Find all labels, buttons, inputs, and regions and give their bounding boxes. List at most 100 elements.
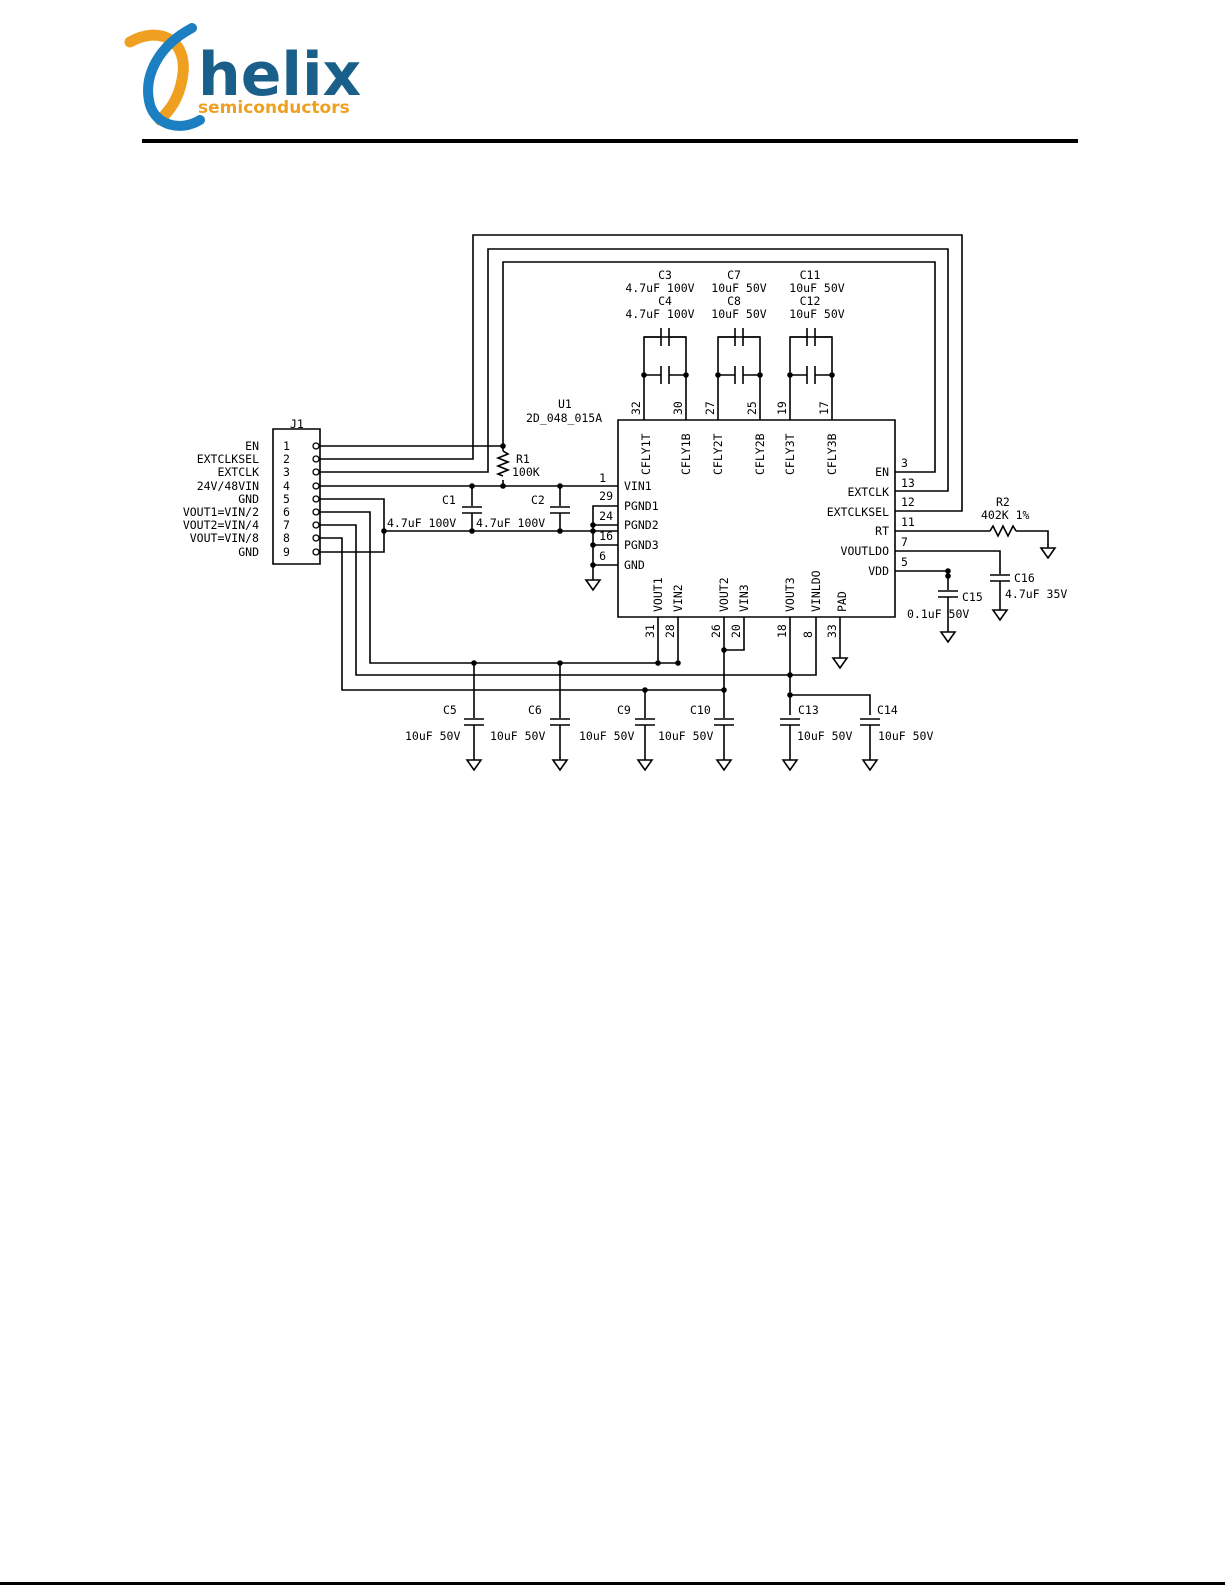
ic-pin-num: 7	[901, 535, 908, 549]
logo-tagline: semiconductors	[198, 98, 350, 118]
ic-pin-name: VOUT2	[717, 577, 731, 612]
ic-pin-name: PGND2	[624, 518, 659, 532]
connector-pin-name: GND	[238, 492, 259, 506]
ic-pin-num: 5	[901, 555, 908, 569]
header-rule	[142, 139, 1078, 143]
ic-pin-name: CFLY3T	[783, 433, 797, 475]
cap-value: 10uF 50V	[658, 729, 713, 743]
ic-pin-num: 18	[775, 624, 789, 638]
ic-pin-num: 25	[745, 401, 759, 415]
c2-ref: C2	[531, 493, 545, 507]
cap-value: 10uF 50V	[579, 729, 634, 743]
ic-pin-num: 32	[629, 401, 643, 415]
cap-value: 10uF 50V	[711, 281, 766, 295]
ic-pin-name: VDD	[868, 564, 889, 578]
connector-pin-num: 9	[283, 545, 290, 559]
cap-value: 4.7uF 100V	[625, 307, 694, 321]
cap-ref: C10	[690, 703, 711, 717]
c1-ref: C1	[442, 493, 456, 507]
connector-pin-num: 3	[283, 465, 290, 479]
connector-pin-num: 8	[283, 531, 290, 545]
ic-pin-name: VOUT3	[783, 577, 797, 612]
cap-value: 10uF 50V	[490, 729, 545, 743]
ic-pin-num: 12	[901, 495, 915, 509]
connector-pin-name: EXTCLKSEL	[197, 452, 259, 466]
ic-pin-name: VIN3	[737, 584, 751, 612]
ic-pin-name: PGND3	[624, 538, 659, 552]
ic-pin-name: VIN2	[671, 584, 685, 612]
connector-pin-name: VOUT=VIN/8	[190, 531, 259, 545]
cap-ref: C14	[877, 703, 898, 717]
helix-logo: helix semiconductors	[124, 23, 361, 131]
connector-pin-num: 5	[283, 492, 290, 506]
connector-pin-name: EN	[245, 439, 259, 453]
ic-pin-num: 11	[901, 515, 915, 529]
connector-pin-name: GND	[238, 545, 259, 559]
r1-value: 100K	[512, 465, 540, 479]
connector-pin-num: 7	[283, 518, 290, 532]
connector-pin-num: 1	[283, 439, 290, 453]
connector-pin-num: 6	[283, 505, 290, 519]
cap-ref: C7	[727, 268, 741, 282]
c1-value: 4.7uF 100V	[387, 516, 456, 530]
r1-ref: R1	[516, 452, 530, 466]
cap-value: 10uF 50V	[711, 307, 766, 321]
wire-gnd	[320, 499, 384, 552]
c16-value: 4.7uF 35V	[1005, 587, 1067, 601]
logo-brand: helix	[198, 40, 361, 110]
cap-ref: C11	[800, 268, 821, 282]
ic-pin-num: 30	[671, 401, 685, 415]
wire-extclksel	[320, 235, 962, 511]
ic-ref: U1	[558, 397, 572, 411]
ic-pin-name: GND	[624, 558, 645, 572]
r2-ref: R2	[996, 495, 1010, 509]
connector-ref: J1	[290, 417, 304, 431]
ic-pin-name: VOUTLDO	[841, 544, 890, 558]
ic-pin-name: VINLDO	[809, 570, 823, 612]
ic-pin-name: VIN1	[624, 479, 652, 493]
cap-value: 10uF 50V	[797, 729, 852, 743]
ic-pin-num: 28	[663, 624, 677, 638]
cap-value: 10uF 50V	[405, 729, 460, 743]
cap-ref: C3	[658, 268, 672, 282]
ic-pin-num: 8	[801, 631, 815, 638]
r2-value: 402K 1%	[981, 508, 1030, 522]
cap-ref: C6	[528, 703, 542, 717]
c16-ref: C16	[1014, 571, 1035, 585]
c15-ref: C15	[962, 590, 983, 604]
ic-pin-name: CFLY3B	[825, 433, 839, 475]
ic-pin-name: EXTCLKSEL	[827, 505, 889, 519]
cap-value: 10uF 50V	[789, 307, 844, 321]
ic-pin-num: 16	[599, 529, 613, 543]
ic-pin-name: EXTCLK	[847, 485, 889, 499]
ic-pin-num: 13	[901, 476, 915, 490]
cap-ref: C13	[798, 703, 819, 717]
c2-value: 4.7uF 100V	[476, 516, 545, 530]
ic-pin-num: 29	[599, 489, 613, 503]
cap-value: 10uF 50V	[878, 729, 933, 743]
ic-pin-name: CFLY2B	[753, 433, 767, 475]
ic-pin-name: CFLY1B	[679, 433, 693, 475]
ic-pin-num: 20	[729, 624, 743, 638]
logo-swoosh-blue	[143, 23, 205, 131]
connector-body	[273, 429, 320, 564]
ic-part: 2D_048_015A	[526, 411, 602, 425]
connector-pin-num: 4	[283, 479, 290, 493]
connector-pin-name: 24V/48VIN	[197, 479, 259, 493]
r1-zigzag	[498, 451, 508, 476]
connector-pin-name: EXTCLK	[217, 465, 259, 479]
ic-pin-name: VOUT1	[651, 577, 665, 612]
ic-pin-num: 33	[825, 624, 839, 638]
ic-pin-num: 27	[703, 401, 717, 415]
wire-extclk	[320, 249, 948, 491]
ic-pin-num: 31	[643, 624, 657, 638]
ic-pin-name: CFLY1T	[639, 433, 653, 475]
cap-ref: C5	[443, 703, 457, 717]
ic-pin-num: 24	[599, 509, 613, 523]
ic-pin-num: 17	[817, 401, 831, 415]
connector-pin-name: VOUT2=VIN/4	[183, 518, 259, 532]
ic-pin-num: 26	[709, 624, 723, 638]
ic-pin-name: EN	[875, 465, 889, 479]
ic-pin-name: PAD	[835, 591, 849, 612]
